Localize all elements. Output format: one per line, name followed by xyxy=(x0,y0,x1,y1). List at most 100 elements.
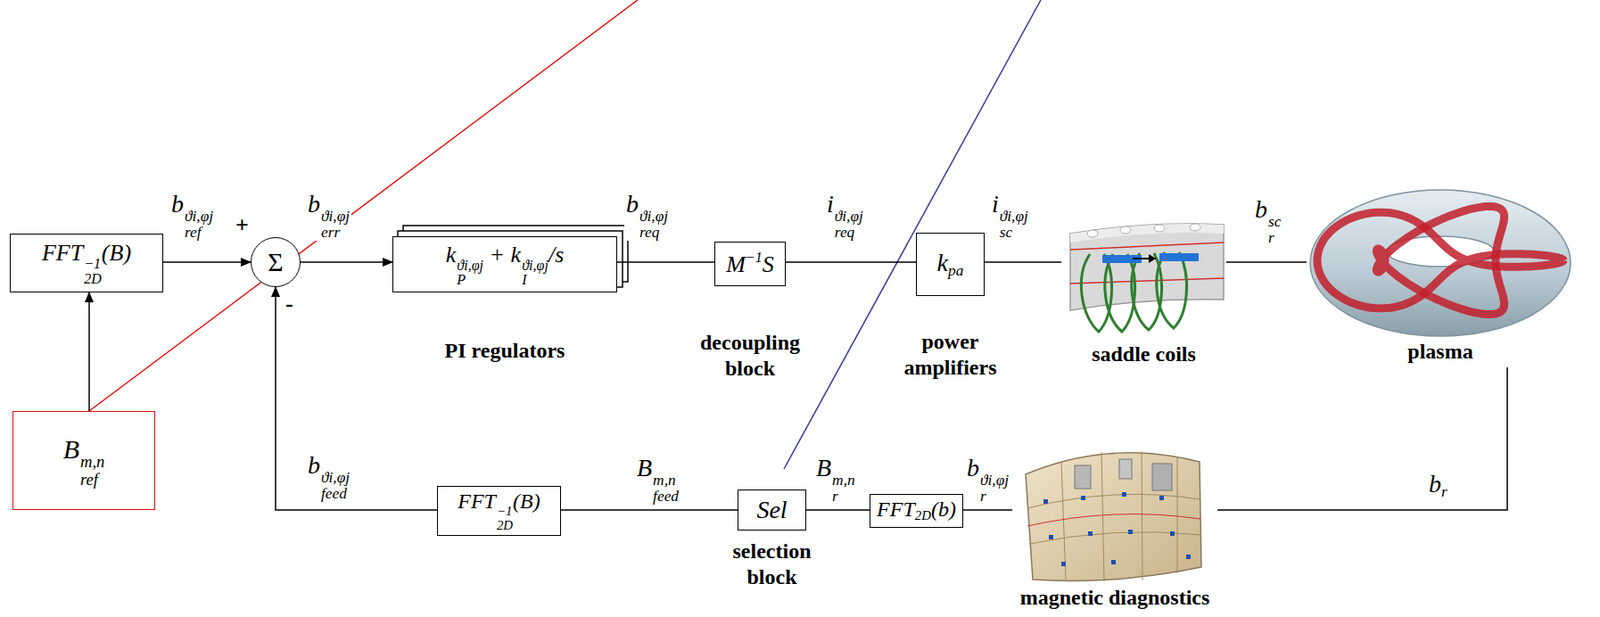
superscript: ϑi,φj xyxy=(521,258,549,274)
signal-line xyxy=(617,261,715,264)
block-caption: power amplifiers xyxy=(892,329,1009,381)
signal-line xyxy=(984,261,1062,264)
signal-name: breqϑi,φj xyxy=(624,189,670,241)
signal-line xyxy=(963,509,1013,512)
illustrated-part: plasma xyxy=(1306,197,1575,368)
signal-name: brsc xyxy=(1253,194,1283,247)
signal-name: brϑi,φj xyxy=(964,453,1011,505)
part-name: saddle coils xyxy=(1089,342,1198,367)
signal-line xyxy=(275,287,438,511)
superscript: ϑi,φj xyxy=(321,208,350,225)
subscript: 2D xyxy=(496,519,513,534)
subscript: feed xyxy=(321,486,347,503)
subscript: sc xyxy=(999,224,1013,241)
index-stack: 2D−1 xyxy=(496,504,513,533)
subscript: pa xyxy=(948,262,964,280)
summing-junction: Σ xyxy=(250,237,301,288)
block-box: kpapower amplifiers xyxy=(915,232,985,297)
block-box: FFT2D−1(B) xyxy=(9,233,164,293)
helical-band xyxy=(1376,206,1504,314)
signal-name: Bfeedm,n xyxy=(635,453,681,505)
superscript: −1 xyxy=(83,256,101,273)
index-stack: refϑi,φj xyxy=(184,208,214,241)
superscript: m,n xyxy=(80,453,105,471)
index-stack: Iϑi,φj xyxy=(521,258,549,289)
signal-name: brefϑi,φj xyxy=(169,189,215,241)
subscript: ref xyxy=(80,470,99,489)
signal-line xyxy=(1217,367,1508,511)
signal-line xyxy=(88,292,91,412)
signal-line xyxy=(163,261,251,264)
index-stack: errϑi,φj xyxy=(321,208,350,241)
signal-line xyxy=(300,261,393,264)
block-text: FFT2D(b) xyxy=(876,496,957,525)
block-box: kPϑi,φj + kIϑi,φj/sPI regulators xyxy=(392,236,618,293)
block-box: Brefm,n xyxy=(12,411,156,511)
block-text: Brefm,n xyxy=(63,433,106,488)
index-stack: reqϑi,φj xyxy=(639,208,669,241)
block-caption: selection block xyxy=(714,538,831,591)
block-text: Σ xyxy=(267,246,283,279)
superscript: ϑi,φj xyxy=(980,472,1009,489)
signal-line xyxy=(1226,261,1307,264)
index-stack: Pϑi,φj xyxy=(456,258,484,289)
subscript: err xyxy=(321,224,340,241)
block-text: kpa xyxy=(937,247,965,281)
subscript: P xyxy=(456,272,466,289)
subscript: r xyxy=(980,488,987,505)
block-text: kPϑi,φj + kIϑi,φj/s xyxy=(445,240,565,289)
block-caption: decoupling block xyxy=(683,329,817,382)
signal-name: bfeedϑi,φj xyxy=(305,450,352,503)
superscript: ϑi,φj xyxy=(639,208,669,225)
subscript: r xyxy=(1268,230,1275,247)
leader-line xyxy=(89,0,638,412)
block-text: FFT2D−1(B) xyxy=(41,239,132,288)
block-box: M−1Sdecoupling block xyxy=(714,241,786,287)
magnetic-diagnostics-picture xyxy=(1025,451,1202,582)
signal-name: br xyxy=(1426,469,1450,503)
block-box: FFT2D(b) xyxy=(869,494,964,528)
superscript: ϑi,φj xyxy=(184,208,214,225)
subscript: I xyxy=(521,272,527,289)
subscript: r xyxy=(1441,483,1448,501)
subscript: 2D xyxy=(915,509,932,524)
superscript: ϑi,φj xyxy=(321,470,350,487)
superscript: sc xyxy=(1268,214,1281,231)
illustrated-part: magnetic diagnostics xyxy=(1012,445,1218,614)
index-stack: feedϑi,φj xyxy=(321,470,350,503)
illustrated-part: saddle coils xyxy=(1061,214,1227,371)
signal-name: berrϑi,φj xyxy=(305,189,352,241)
index-stack: rm,n xyxy=(832,472,856,505)
helical-band xyxy=(1317,212,1564,309)
part-name: plasma xyxy=(1405,339,1475,364)
leader-line xyxy=(783,0,1041,470)
signal-line xyxy=(560,509,738,512)
subscript: r xyxy=(832,488,839,505)
superscript: −1 xyxy=(496,504,512,520)
superscript: ϑi,φj xyxy=(456,258,484,274)
subscript: req xyxy=(639,224,660,241)
block-text: M−1S xyxy=(725,248,775,279)
part-name: magnetic diagnostics xyxy=(1018,585,1213,611)
signal-name: iscϑi,φj xyxy=(989,189,1031,241)
block-text: Sel xyxy=(756,494,787,526)
superscript: ϑi,φj xyxy=(834,208,864,225)
superscript: −1 xyxy=(745,249,763,265)
plasma-torus xyxy=(1310,189,1571,337)
signal-line xyxy=(785,261,916,264)
block-box: FFT2D−1(B) xyxy=(437,486,561,537)
index-stack: feedm,n xyxy=(652,472,679,505)
index-stack: rsc xyxy=(1268,214,1281,247)
index-stack: rϑi,φj xyxy=(980,472,1009,505)
superscript: ϑi,φj xyxy=(999,208,1029,225)
superscript: m,n xyxy=(832,472,856,489)
sign-mark: + xyxy=(233,214,251,238)
index-stack: reqϑi,φj xyxy=(834,208,864,241)
saddle-coils-picture xyxy=(1070,223,1224,332)
index-stack: 2D−1 xyxy=(83,256,102,288)
signal-line xyxy=(806,509,870,512)
index-stack: refm,n xyxy=(80,453,105,488)
subscript: ref xyxy=(184,224,202,241)
index-stack: scϑi,φj xyxy=(999,208,1029,241)
superscript: m,n xyxy=(652,472,677,489)
